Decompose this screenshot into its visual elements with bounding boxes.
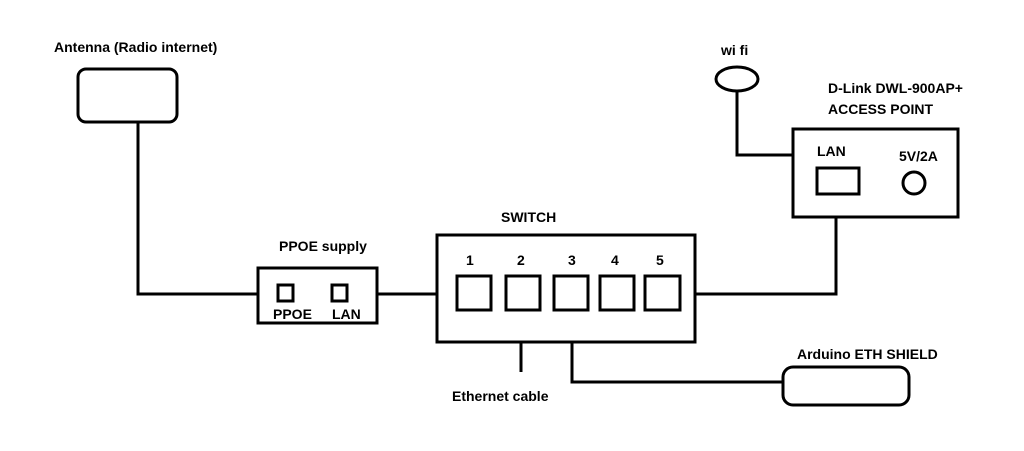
access-point-power-label: 5V/2A: [899, 148, 938, 164]
access-point-lan-label: LAN: [817, 143, 846, 159]
wifi-antenna-wire: [735, 91, 796, 157]
ppoe-lan-port-label: LAN: [332, 306, 361, 322]
switch-title: SWITCH: [501, 209, 556, 225]
access-point-lan-port: [815, 166, 861, 196]
access-point-model: D-Link DWL-900AP+: [828, 80, 963, 96]
switch-port-1: [455, 274, 493, 312]
power-socket: [901, 170, 927, 196]
switch-port-label-1: 1: [466, 252, 474, 268]
switch-port-label-5: 5: [656, 252, 664, 268]
switch-port-4: [598, 274, 636, 312]
switch-port-3: [552, 274, 590, 312]
switch-port-5: [643, 274, 682, 312]
ppoe-port: [276, 283, 295, 303]
arduino-label: Arduino ETH SHIELD: [797, 346, 938, 362]
switch-port-label-2: 2: [517, 252, 525, 268]
ppoe-port-label: PPOE: [273, 306, 312, 322]
antenna-box: [76, 67, 179, 124]
switch-port-label-4: 4: [611, 252, 619, 268]
antenna-to-ppoe-wire: [136, 122, 285, 296]
wifi-label: wi fi: [720, 42, 748, 58]
antenna-label: Antenna (Radio internet): [54, 39, 217, 55]
switch-port-label-3: 3: [568, 252, 576, 268]
ethernet-cable-label: Ethernet cable: [452, 388, 549, 404]
access-point-title: ACCESS POINT: [828, 101, 933, 117]
arduino-box: [781, 365, 911, 407]
wifi-antenna-oval: [714, 65, 760, 93]
access-point-box: [791, 127, 960, 219]
ppoe-lan-port: [330, 283, 349, 303]
switch-port-2: [504, 274, 542, 312]
ppoe-supply-title: PPOE supply: [279, 238, 367, 254]
